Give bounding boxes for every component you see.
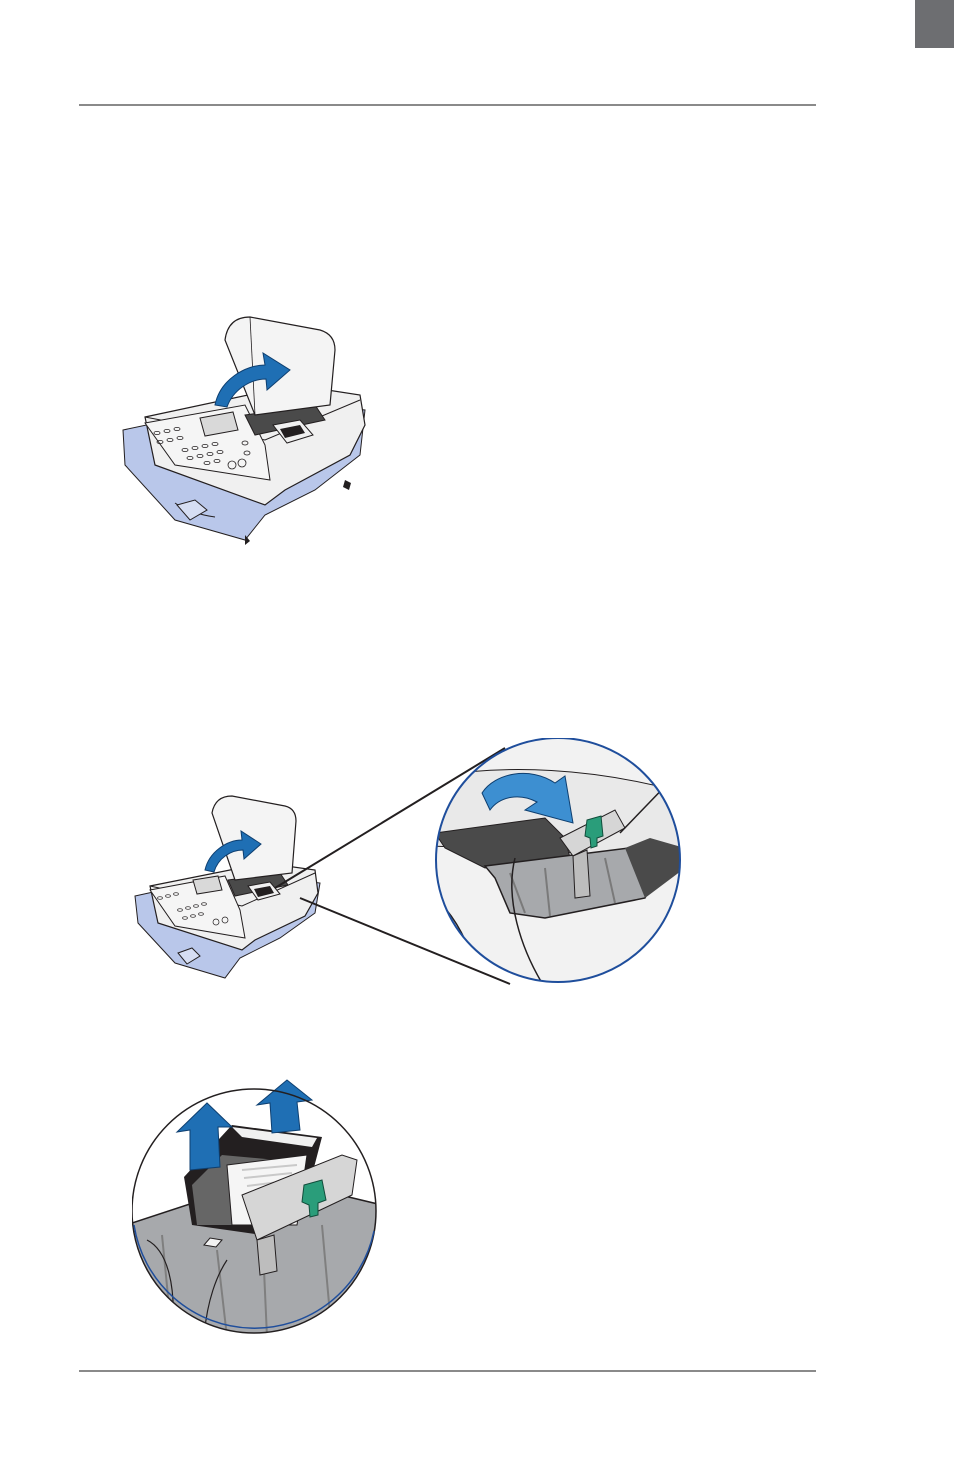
chapter-tab-marker xyxy=(915,0,954,48)
postage-meter-cartridge-detail-icon xyxy=(125,738,695,993)
footer-rule xyxy=(79,1370,816,1372)
postage-meter-open-cover-icon xyxy=(115,305,375,550)
ink-cartridge-lift-out-icon xyxy=(132,1075,382,1337)
header-rule xyxy=(79,104,816,106)
